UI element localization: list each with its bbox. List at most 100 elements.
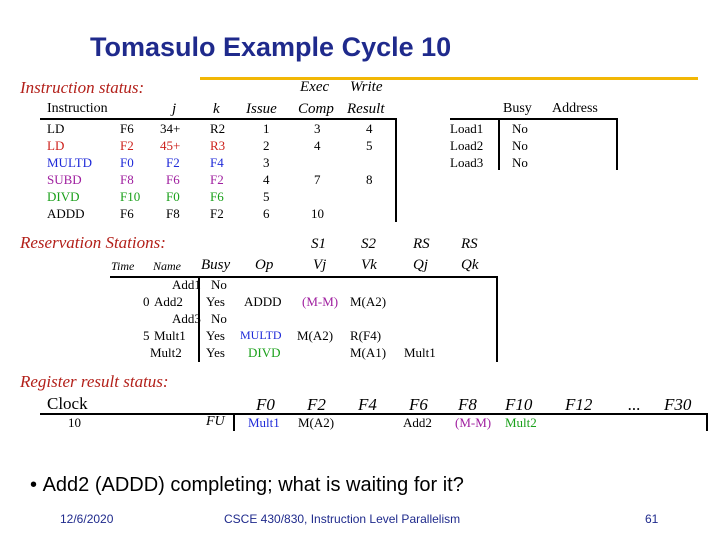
rs-col-op: Op [255,257,274,273]
rs-op: DIVD [248,345,281,360]
reg-value-f6: Add2 [403,415,432,430]
instr-k: F4 [210,155,224,170]
instr-comp: 3 [314,121,321,136]
reg-right-border [706,413,708,431]
col-instruction: Instruction [47,101,108,116]
load-col-address: Address [552,101,598,116]
rs-time: 0 [143,294,150,309]
reg-left-border [233,413,235,431]
instr-op: MULTD [47,155,93,170]
instr-k: R3 [210,138,226,153]
instr-dst: F0 [120,155,134,170]
reservation-stations-label: Reservation Stations: [20,233,166,252]
rs-name: Mult2 [150,345,182,360]
load-busy: No [512,138,528,153]
rs-vk: R(F4) [350,328,382,343]
bullet-content: Add2 (ADDD) completing; what is waiting … [42,474,464,496]
col-result: Result [347,101,385,117]
instr-issue: 4 [263,172,270,187]
instr-op: ADDD [47,206,85,221]
instr-dst: F2 [120,138,134,153]
fu-label: FU [206,414,225,429]
load-left-border [498,118,500,170]
rs-busy: No [211,311,227,326]
rs-col-s1: S1 [311,236,326,252]
rs-col-time: Time [111,259,135,273]
rs-col-name: Name [153,259,181,273]
col-j: j [172,101,177,117]
rs-time: 5 [143,328,150,343]
rs-header-rule [110,276,498,278]
instr-right-border [395,118,397,222]
instr-op: LD [47,138,65,153]
reg-value-f8: (M-M) [455,415,492,430]
instr-j: F8 [166,206,180,221]
rs-col-vk: Vk [361,257,377,273]
instr-j: F2 [166,155,180,170]
register-status-label: Register result status: [20,372,169,391]
instr-comp: 4 [314,138,321,153]
instr-dst: F6 [120,206,134,221]
load-busy: No [512,121,528,136]
load-name: Load3 [450,155,484,170]
reg-f2: F2 [307,395,326,414]
instr-issue: 1 [263,121,270,136]
load-header-rule [450,118,618,120]
load-busy: No [512,155,528,170]
slide-title: Tomasulo Example Cycle 10 [90,32,452,62]
reg-f30: F30 [664,395,692,414]
instr-result: 5 [366,138,373,153]
instr-j: F0 [166,189,180,204]
reg-ellipsis: ... [628,395,641,414]
rs-op: ADDD [244,294,282,309]
rs-busy: Yes [206,345,225,360]
instr-dst: F8 [120,172,134,187]
rs-col-rs1: RS [413,236,430,252]
rs-vk: M(A2) [350,294,387,309]
page-number: 61 [645,512,659,526]
instr-comp: 10 [311,206,324,221]
rs-col-s2: S2 [361,236,376,252]
instr-j: F6 [166,172,180,187]
instr-op: SUBD [47,172,82,187]
rs-busy: Yes [206,294,225,309]
rs-qj: Mult1 [404,345,436,360]
col-comp: Comp [298,101,334,117]
reg-value-f10: Mult2 [505,415,537,430]
rs-name: Add2 [154,294,183,309]
col-k: k [213,101,220,117]
load-right-border [616,118,618,170]
col-issue: Issue [246,101,277,117]
instr-result: 4 [366,121,373,136]
write-header: Write [350,79,383,95]
reg-f10: F10 [505,395,533,414]
rs-busy: No [211,277,227,292]
rs-left-border [198,276,200,362]
footer-date: 12/6/2020 [60,512,114,526]
rs-busy: Yes [206,328,225,343]
instr-issue: 6 [263,206,270,221]
rs-col-rs2: RS [461,236,478,252]
reg-f12: F12 [565,395,593,414]
instr-dst: F10 [120,189,141,204]
instr-op: DIVD [47,189,80,204]
instr-k: R2 [210,121,226,136]
rs-name: Add3 [172,311,201,326]
reg-value-f2: M(A2) [298,415,335,430]
instr-k: F2 [210,206,224,221]
rs-col-busy: Busy [201,257,231,273]
instr-k: F6 [210,189,224,204]
instr-issue: 3 [263,155,270,170]
instr-result: 8 [366,172,373,187]
rs-col-vj: Vj [313,257,327,273]
load-col-busy: Busy [503,101,532,116]
instr-dst: F6 [120,121,134,136]
instr-j: 34+ [160,121,181,136]
rs-col-qk: Qk [461,257,479,273]
instr-comp: 7 [314,172,321,187]
footer-course: CSCE 430/830, Instruction Level Parallel… [224,512,461,526]
rs-right-border [496,276,498,362]
clock-value: 10 [68,415,81,430]
reg-f4: F4 [358,395,377,414]
instr-issue: 5 [263,189,270,204]
